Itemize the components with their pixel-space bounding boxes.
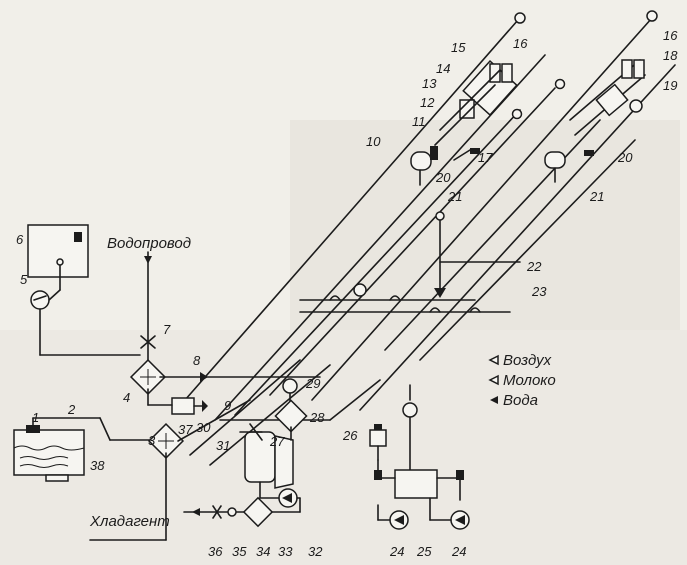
label-water-supply: Водопровод xyxy=(107,235,191,252)
part-number-34: 34 xyxy=(256,544,270,559)
part-number-24: 24 xyxy=(451,544,466,559)
nozzle-17 xyxy=(470,148,480,154)
legend-symbols xyxy=(488,354,499,404)
part-number-36: 36 xyxy=(208,544,223,559)
milking-unit-left xyxy=(410,60,518,186)
part-number-37: 37 xyxy=(178,422,193,437)
part-number-10: 10 xyxy=(366,134,381,149)
part-number-13: 13 xyxy=(422,76,437,91)
part-number-31: 31 xyxy=(216,438,230,453)
gauge-right xyxy=(402,402,418,418)
part-number-22: 22 xyxy=(526,259,542,274)
milk-tank-38 xyxy=(13,429,85,476)
valve-7 xyxy=(140,335,156,349)
part-number-30: 30 xyxy=(196,420,211,435)
part-number-15: 15 xyxy=(451,40,466,55)
clamp-12 xyxy=(430,146,438,160)
part-number-26: 26 xyxy=(342,428,358,443)
nozzle-20 xyxy=(584,150,594,156)
exchanger-33 xyxy=(242,496,274,528)
left-equipment xyxy=(13,224,321,541)
background-page-shadow xyxy=(290,120,680,330)
legend-air-icon xyxy=(488,354,499,366)
part-number-33: 33 xyxy=(278,544,293,559)
part-number-14: 14 xyxy=(436,61,450,76)
part-number-4: 4 xyxy=(123,390,130,405)
background-text-shadow xyxy=(0,330,687,565)
part-number-29: 29 xyxy=(305,376,320,391)
part-number-21: 21 xyxy=(589,189,604,204)
teat-cup-16b xyxy=(501,63,513,83)
part-numbers: 1 2 3 4 5 6 7 8 9 10 11 12 13 14 15 16 1… xyxy=(16,28,678,559)
pipeline-right-2 xyxy=(359,64,676,411)
legend-water-icon xyxy=(490,396,498,404)
legend-air-label: Воздух xyxy=(503,352,552,369)
central-block xyxy=(183,359,470,530)
tank-25 xyxy=(394,469,438,499)
part-number-35: 35 xyxy=(232,544,247,559)
filter-28 xyxy=(274,399,308,433)
part-number-28: 28 xyxy=(309,410,325,425)
part-number-21: 21 xyxy=(447,189,462,204)
valve-right xyxy=(544,151,566,169)
part-number-7: 7 xyxy=(163,322,171,337)
part-number-1: 1 xyxy=(32,410,39,425)
part-number-20: 20 xyxy=(435,170,451,185)
part-number-25: 25 xyxy=(416,544,432,559)
pipeline-left-4 xyxy=(234,109,521,416)
part-number-17: 17 xyxy=(478,150,493,165)
part-number-32: 32 xyxy=(308,544,323,559)
label-refrigerant: Хладагент xyxy=(89,513,170,530)
part-number-27: 27 xyxy=(269,434,285,449)
fitting-35 xyxy=(212,505,222,519)
part-number-3: 3 xyxy=(148,433,156,448)
part-number-24: 24 xyxy=(389,544,404,559)
gauge-upper xyxy=(353,283,367,297)
legend-milk-label: Молоко xyxy=(503,372,556,389)
pipeline-right-1 xyxy=(311,17,653,401)
pipe-end-cap-4 xyxy=(554,78,566,90)
pipeline-left-3 xyxy=(269,87,556,396)
pipe-end-cap-1 xyxy=(514,12,526,24)
part-number-20: 20 xyxy=(617,150,633,165)
drop-22-23 xyxy=(434,211,521,298)
milking-unit-right xyxy=(544,59,646,183)
part-number-6: 6 xyxy=(16,232,24,247)
part-number-19: 19 xyxy=(663,78,677,93)
part-number-38: 38 xyxy=(90,458,105,473)
unit-37 xyxy=(171,397,195,415)
part-number-16: 16 xyxy=(663,28,678,43)
teat-cup-16d xyxy=(633,59,645,79)
pipeline-right-3 xyxy=(419,139,636,361)
fitting-34 xyxy=(227,507,237,517)
part-number-5: 5 xyxy=(20,272,28,287)
collector-18 xyxy=(595,83,629,117)
part-number-18: 18 xyxy=(663,48,678,63)
part-number-16: 16 xyxy=(513,36,528,51)
pipeline-left-1 xyxy=(184,19,519,401)
teat-cup-16c xyxy=(621,59,633,79)
valve-23 xyxy=(434,288,446,298)
part-number-9: 9 xyxy=(224,398,231,413)
pipe-end-cap-2 xyxy=(646,10,658,22)
pipe-end-cap-3 xyxy=(511,108,523,120)
legend-water-label: Вода xyxy=(503,392,538,409)
receiver-27 xyxy=(274,435,294,489)
gauge-29 xyxy=(282,378,298,394)
part-number-11: 11 xyxy=(412,114,426,129)
part-number-23: 23 xyxy=(531,284,547,299)
valve-11 xyxy=(410,151,432,171)
valve-19 xyxy=(629,99,643,113)
legend-milk-icon xyxy=(488,374,499,386)
part-number-8: 8 xyxy=(193,353,201,368)
unit-26 xyxy=(369,429,387,447)
collector-rails xyxy=(299,283,511,313)
part-number-2: 2 xyxy=(67,402,76,417)
teat-cup-16a xyxy=(489,63,501,83)
part-number-12: 12 xyxy=(420,95,435,110)
